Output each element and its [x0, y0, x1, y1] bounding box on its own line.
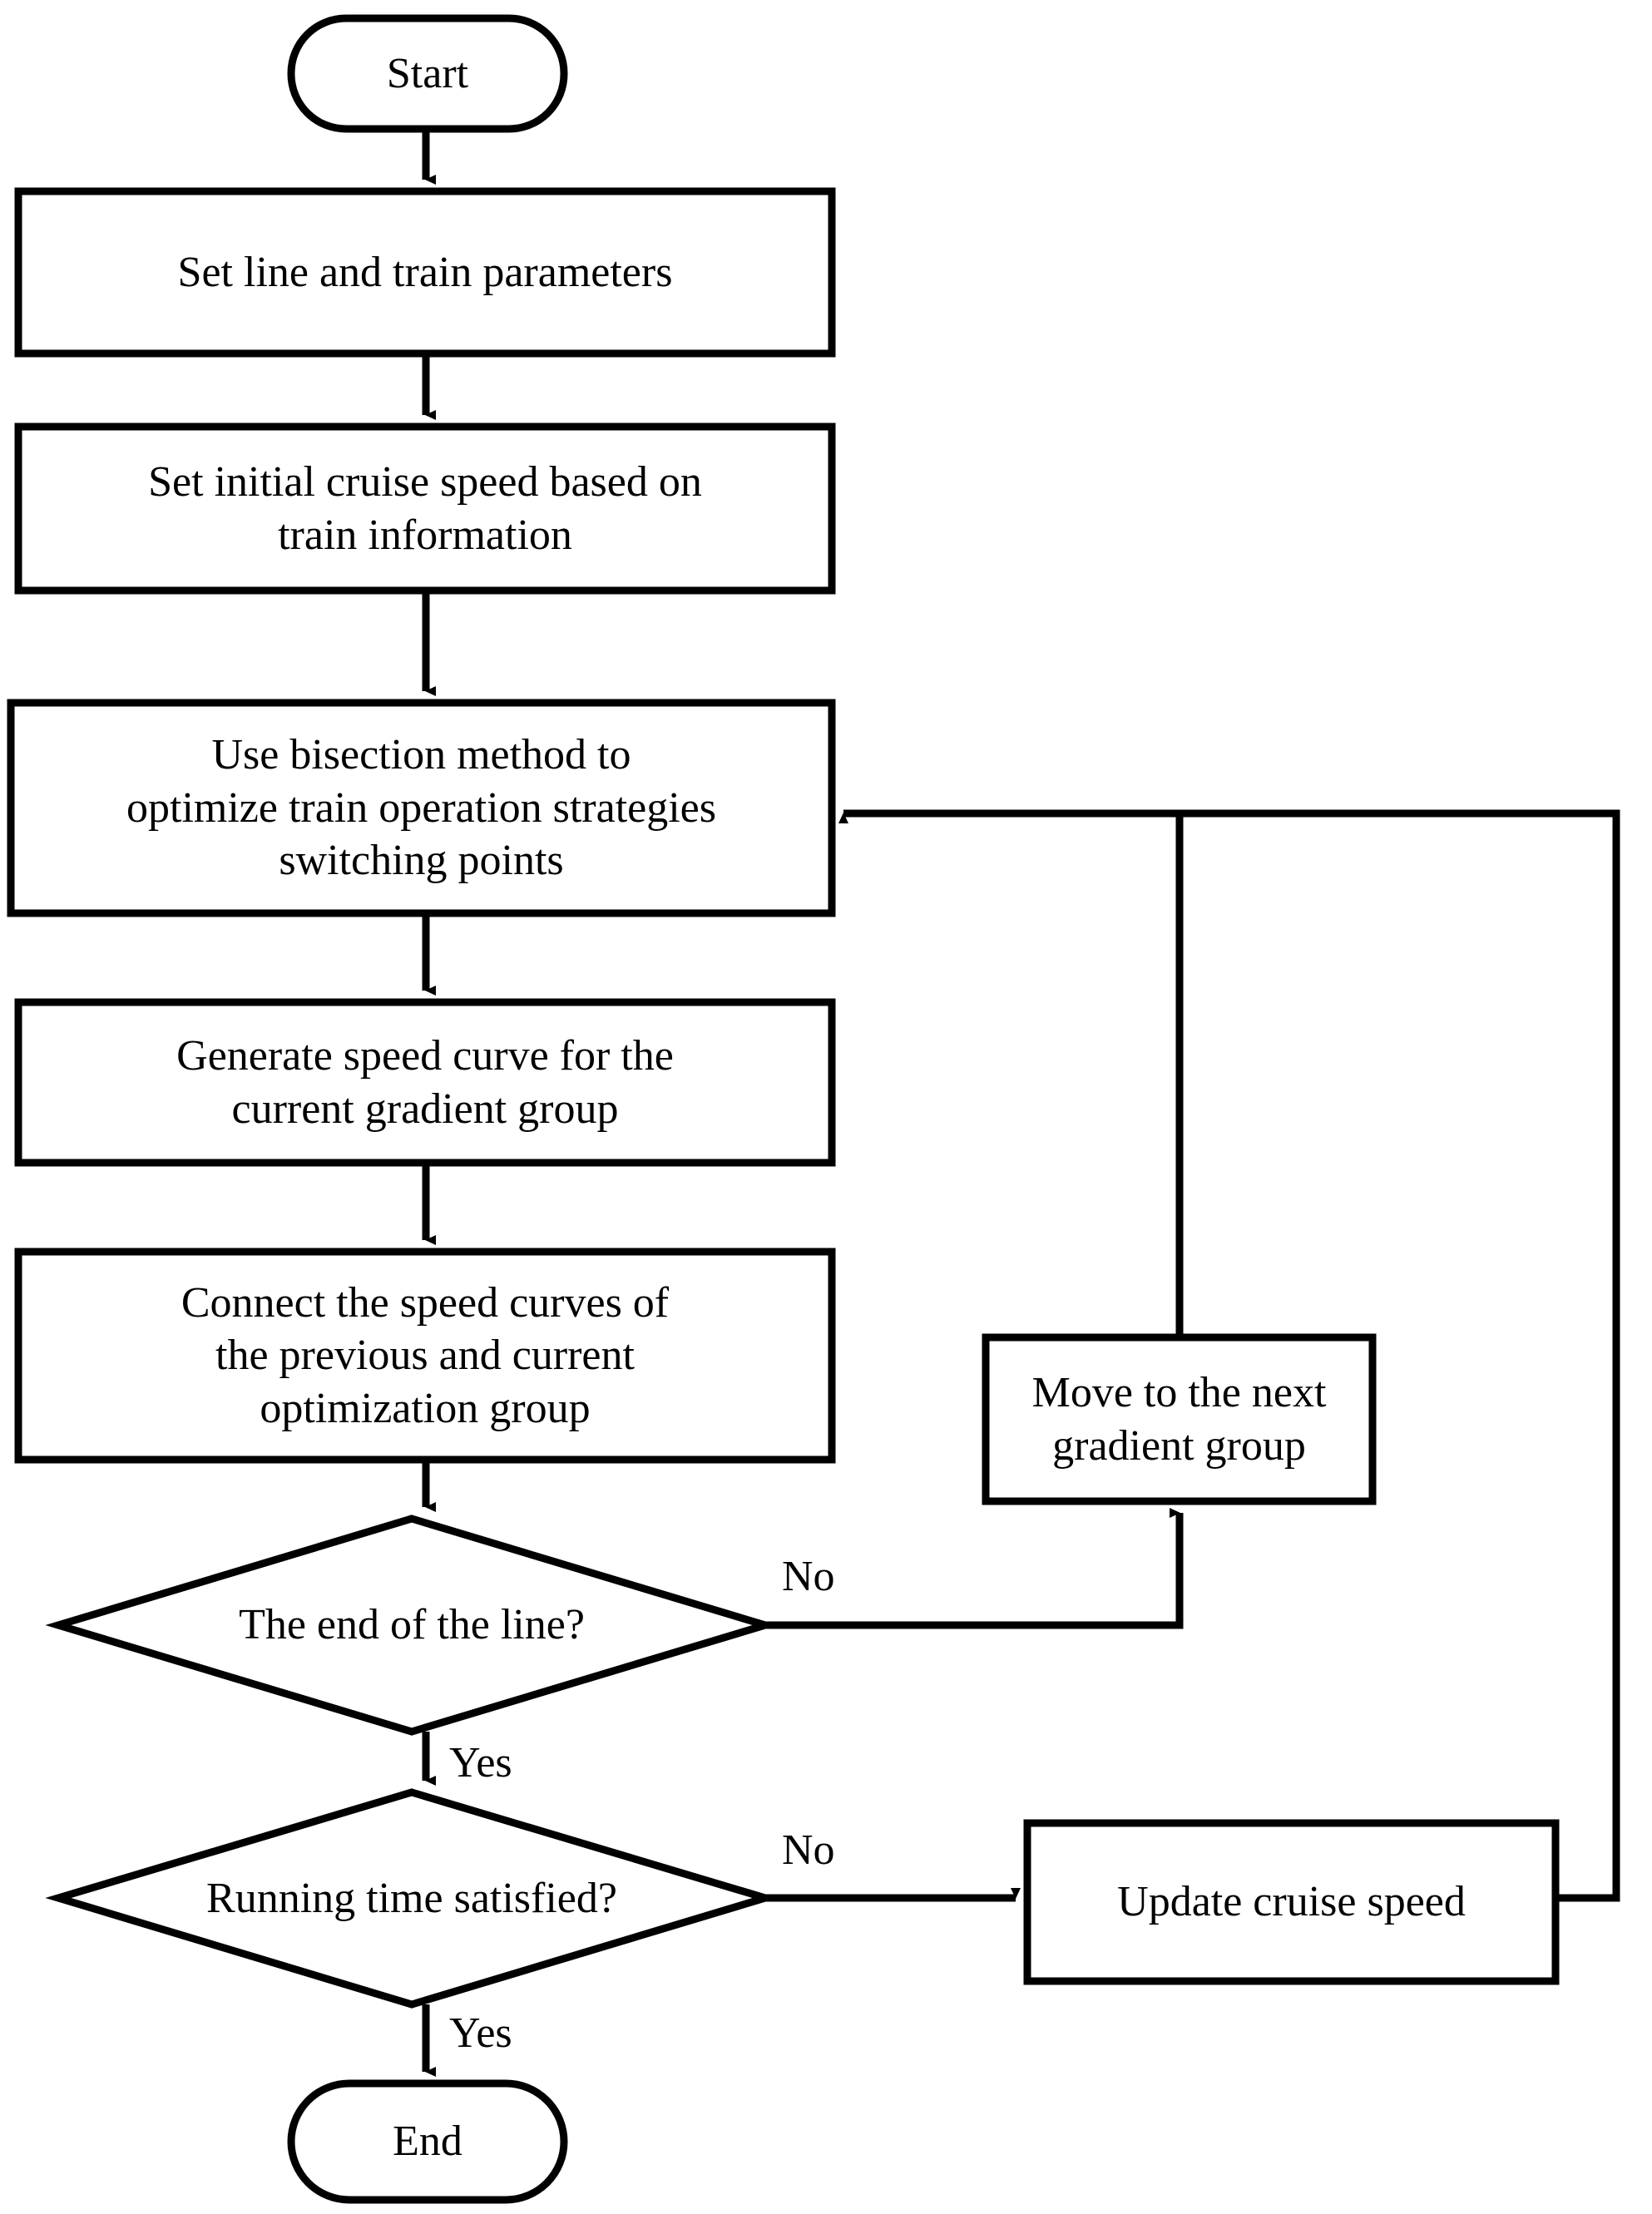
node-shape-end[interactable] — [287, 2079, 568, 2204]
edge-label-end-of-line-yes: Yes — [449, 1739, 512, 1787]
edge-end-of-line-no-to-move-next — [765, 1508, 1184, 1629]
edge-move-next-to-bisection-feedback — [838, 809, 1184, 1337]
node-shape-generate-speed-curve[interactable] — [14, 998, 836, 1167]
node-shape-running-time-decision[interactable] — [45, 1788, 779, 2009]
node-shape-update-cruise-speed[interactable] — [1023, 1819, 1560, 1985]
edge-update-speed-to-bisection-feedback — [843, 809, 1620, 1902]
node-shape-move-next-gradient-group[interactable] — [982, 1333, 1377, 1505]
edge-label-running-time-no: No — [782, 1826, 835, 1874]
node-shape-connect-speed-curves[interactable] — [14, 1248, 836, 1464]
node-shape-end-of-line-decision[interactable] — [45, 1515, 779, 1736]
node-shape-set-initial-cruise-speed[interactable] — [14, 423, 836, 595]
node-shape-bisection-method[interactable] — [7, 699, 836, 917]
node-shape-set-parameters[interactable] — [14, 187, 836, 358]
edge-label-end-of-line-no: No — [782, 1553, 835, 1600]
edge-label-running-time-yes: Yes — [449, 2009, 512, 2057]
node-shape-start[interactable] — [287, 14, 568, 133]
